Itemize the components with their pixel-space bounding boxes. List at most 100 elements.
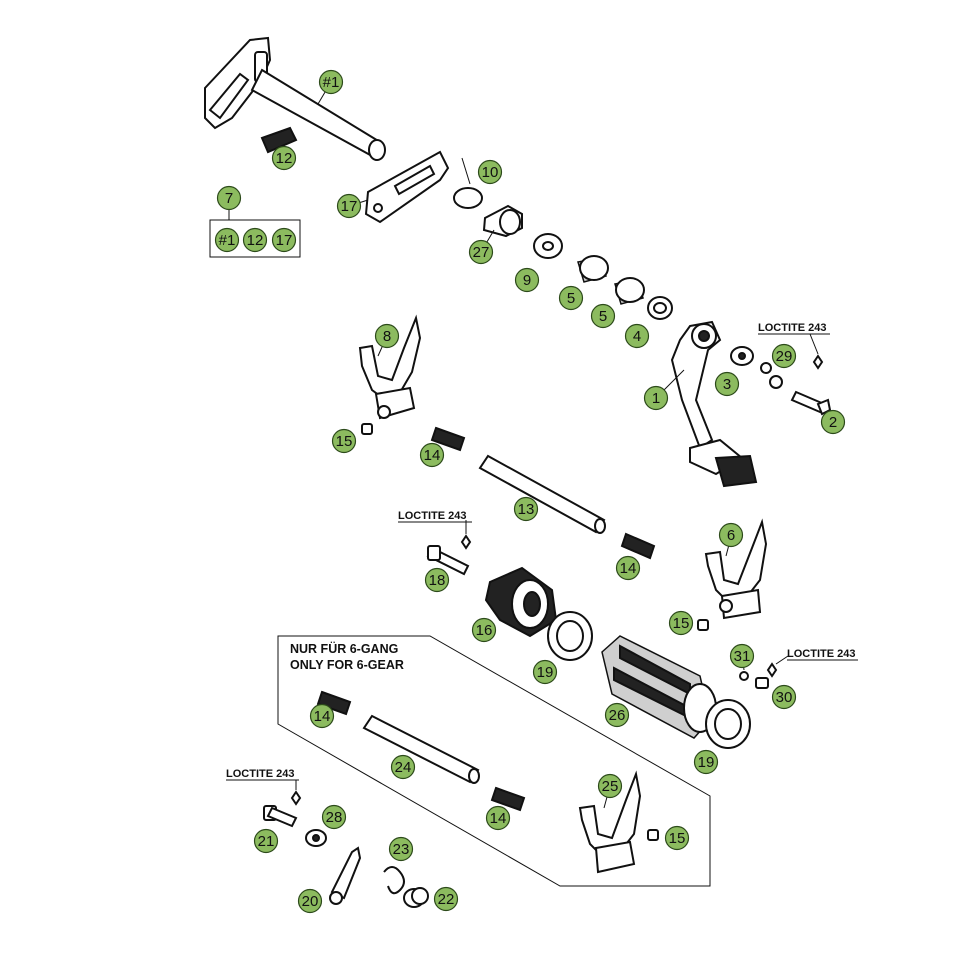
callout-1: 1	[643, 385, 669, 411]
bolt-30	[755, 677, 769, 689]
callout-label: 12	[247, 232, 264, 249]
callout-circle	[485, 805, 511, 831]
callout-2: 2	[820, 409, 846, 435]
callout-label: 9	[523, 272, 531, 289]
callout-19: 19	[693, 749, 719, 775]
roller-22	[403, 887, 429, 908]
callout-circle	[433, 886, 459, 912]
loctite-label-4: LOCTITE 243	[226, 768, 294, 780]
callout-30: 30	[771, 684, 797, 710]
callout-26: 26	[604, 702, 630, 728]
callout-circle	[253, 828, 279, 854]
callout-label: 5	[567, 290, 575, 307]
spring-14c	[316, 690, 352, 716]
six-gear-box: NUR FÜR 6-GANG ONLY FOR 6-GEAR	[277, 635, 711, 887]
locking-lever-20	[329, 846, 362, 905]
callout-circle	[532, 659, 558, 685]
callout-3: 3	[714, 371, 740, 397]
callout-7: 7	[216, 185, 242, 211]
callout-14: 14	[419, 442, 445, 468]
shift-fork-8	[358, 314, 422, 420]
washer-28	[305, 829, 327, 847]
callout-label: 25	[602, 778, 619, 795]
callout-13: 13	[513, 496, 539, 522]
callout-15: 15	[668, 610, 694, 636]
washer-3	[730, 346, 754, 366]
callout-5: 5	[558, 285, 584, 311]
callout-circle	[597, 773, 623, 799]
callout-circle	[419, 442, 445, 468]
callout-label: 8	[383, 328, 391, 345]
callout-label: 31	[734, 648, 751, 665]
callout-label: 15	[669, 830, 686, 847]
callout-label: 17	[276, 232, 293, 249]
callout-14: 14	[615, 555, 641, 581]
washer-9	[533, 233, 563, 259]
callout-5: 5	[590, 303, 616, 329]
shift-fork-25	[578, 770, 642, 874]
callout-6: 6	[718, 522, 744, 548]
callout-circle	[309, 703, 335, 729]
callout-label: 29	[776, 348, 793, 365]
callout-label: 2	[829, 414, 837, 431]
callout-18: 18	[424, 567, 450, 593]
callout-label: 4	[633, 328, 641, 345]
loctite-label-2: LOCTITE 243	[398, 510, 466, 522]
callout-circle	[468, 239, 494, 265]
callout-label: 7	[225, 190, 233, 207]
callout-circle	[424, 567, 450, 593]
shift-fork-6	[704, 518, 768, 620]
callout-17: 17	[271, 227, 297, 253]
callout-circle	[820, 409, 846, 435]
callout-circle	[514, 267, 540, 293]
bushing-5b	[614, 277, 645, 305]
callout-15: 15	[331, 428, 357, 454]
spring-23	[383, 866, 405, 895]
callout-circle	[390, 754, 416, 780]
callout-label: 14	[424, 447, 441, 464]
callout-hash1: #1	[318, 69, 344, 95]
bolt-21	[263, 805, 298, 828]
box-text-de: NUR FÜR 6-GANG	[290, 641, 398, 656]
callout-circle	[615, 555, 641, 581]
callout-label: #1	[323, 74, 340, 91]
circlip-10	[453, 157, 483, 209]
callout-label: 22	[438, 891, 455, 908]
callout-label: 17	[341, 198, 358, 215]
callout-label: 24	[395, 759, 412, 776]
callout-label: 10	[482, 164, 499, 181]
callout-17: 17	[336, 193, 362, 219]
callout-label: 18	[429, 572, 446, 589]
callout-label: 14	[314, 708, 331, 725]
callout-16: 16	[471, 617, 497, 643]
callout-label: 3	[723, 376, 731, 393]
callout-circle	[643, 385, 669, 411]
callout-circle	[771, 343, 797, 369]
callout-label: 20	[302, 893, 319, 910]
callout-circle	[729, 643, 755, 669]
seal-ring-4	[647, 296, 673, 320]
callout-circle	[242, 227, 268, 253]
callout-circle	[331, 428, 357, 454]
callout-14: 14	[485, 805, 511, 831]
callout-label: 21	[258, 833, 275, 850]
callout-label: 23	[393, 841, 410, 858]
fork-shaft-24	[362, 714, 480, 784]
callout-label: 13	[518, 501, 535, 518]
bearing-19a	[547, 611, 593, 661]
callout-circle	[668, 610, 694, 636]
bearing-19b	[705, 699, 751, 749]
callout-23: 23	[388, 836, 414, 862]
spring-14a	[430, 426, 466, 452]
spring-14b	[620, 532, 656, 560]
callout-circle	[318, 69, 344, 95]
shift-lever-1	[670, 320, 758, 488]
loctite-drop-4	[290, 780, 302, 806]
callout-label: 27	[473, 244, 490, 261]
callout-label: 19	[698, 754, 715, 771]
callout-21: 21	[253, 828, 279, 854]
callout-circle	[471, 617, 497, 643]
callout-circle	[271, 145, 297, 171]
